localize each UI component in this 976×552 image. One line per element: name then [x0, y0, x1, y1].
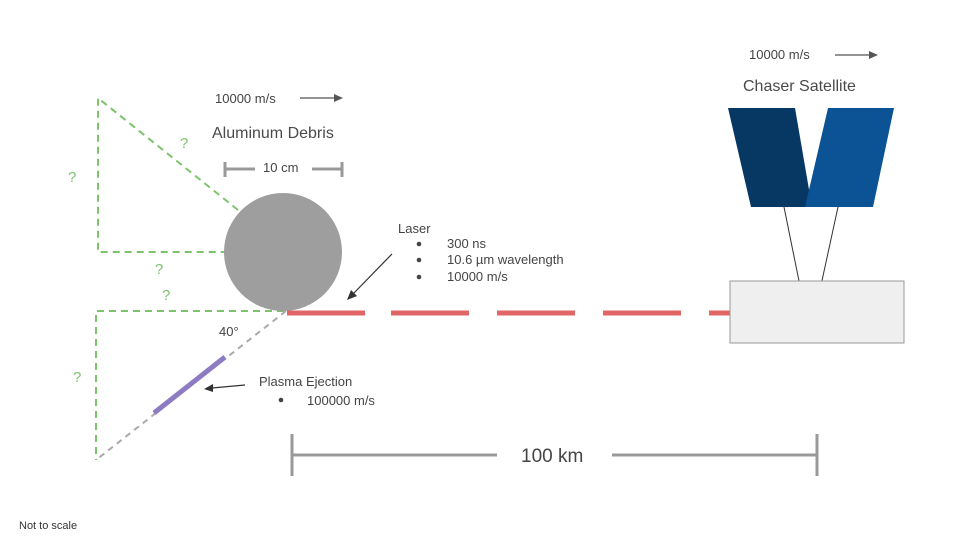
solar-panel-right — [805, 108, 894, 207]
ejection-angle-label: 40° — [219, 324, 239, 339]
unknown-label-4: ? — [162, 287, 170, 304]
debris-size-label: 10 cm — [263, 160, 298, 175]
laser-spec-pulse: 300 ns — [447, 236, 487, 251]
scale-note: Not to scale — [19, 520, 77, 532]
plasma-title: Plasma Ejection — [259, 374, 352, 389]
solar-panel-left — [728, 108, 812, 207]
laser-spec-wavelength: 10.6 µm wavelength — [447, 252, 564, 267]
distance-scale-bar — [290, 434, 819, 476]
debris-speed-label: 10000 m/s — [215, 91, 276, 106]
plasma-spec-bullet — [278, 397, 284, 403]
panel-strut-left — [783, 206, 800, 282]
laser-spec-speed: 10000 m/s — [447, 269, 508, 284]
plasma-ejection-trajectory — [95, 310, 287, 461]
satellite-speed-label: 10000 m/s — [749, 47, 810, 62]
satellite-body — [729, 280, 905, 344]
unknown-label-1: ? — [180, 135, 188, 152]
plasma-pointer-arrow — [204, 384, 246, 392]
plasma-spec-speed: 100000 m/s — [307, 393, 375, 408]
unknown-label-3: ? — [155, 261, 163, 278]
distance-label: 100 km — [521, 446, 583, 467]
unknown-label-5: ? — [73, 369, 81, 386]
satellite-title: Chaser Satellite — [743, 78, 856, 95]
laser-specs-list: 300 ns 10.6 µm wavelength 10000 m/s — [416, 236, 564, 284]
satellite-velocity-arrow — [835, 51, 878, 59]
debris-velocity-arrow — [300, 94, 343, 102]
plasma-ejection-bar — [152, 355, 227, 415]
debris-size-scale-bar — [223, 162, 344, 177]
debris-title: Aluminum Debris — [212, 125, 334, 142]
lower-unknown-triangle-top — [95, 310, 284, 460]
laser-title: Laser — [398, 221, 431, 236]
unknown-triangles — [95, 95, 284, 460]
laser-pointer-arrow — [347, 253, 393, 300]
unknown-label-2: ? — [68, 169, 76, 186]
upper-unknown-triangle — [97, 95, 239, 253]
aluminum-debris — [224, 193, 342, 311]
